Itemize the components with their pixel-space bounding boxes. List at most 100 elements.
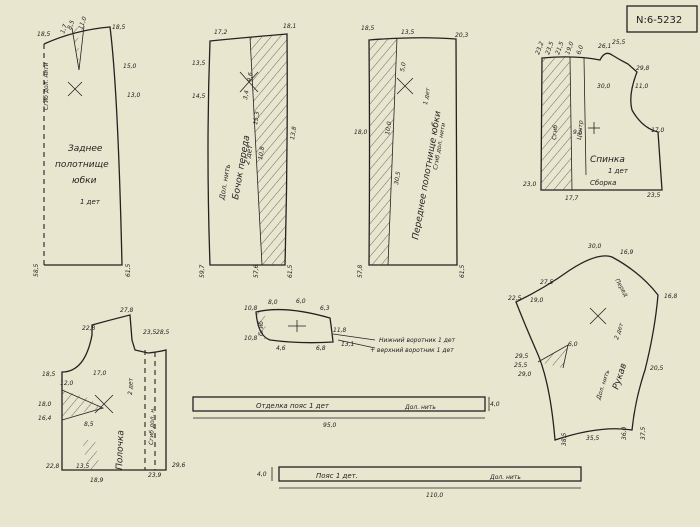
half-front-m8: 18,0: [38, 401, 52, 408]
trim-belt-width: 4,0: [490, 401, 500, 408]
side-front-m1: 17,2: [214, 29, 228, 36]
side-front-m5: 9,6: [246, 72, 255, 83]
sleeve-m9: 29,0: [518, 371, 532, 378]
front-skirt-m8: 57,8: [357, 264, 364, 278]
back-skirt-m3: 8,5: [66, 19, 76, 31]
half-front-m3: 23,5: [143, 329, 157, 336]
sleeve-grain: Дол. нить: [595, 369, 612, 402]
back-title-2: 1 дет: [608, 167, 629, 175]
half-front-title-2: 2 дет: [127, 377, 135, 395]
belt-length: 110,0: [426, 492, 443, 499]
sleeve-m12: 38,5: [561, 432, 568, 446]
sleeve-m14: 36,0: [621, 426, 628, 440]
sleeve-piece: Рукав 2 дет Дол. нить Перед 30,0 27,5 16…: [508, 243, 678, 446]
side-front-m3: 13,5: [192, 60, 206, 67]
front-skirt-m9: 61,5: [459, 264, 466, 278]
back-skirt-m1: 18,5: [37, 31, 51, 38]
half-front-m13: 18,9: [90, 477, 104, 484]
collar-piece: Сгиб Нижний воротник 1 дет + верхний вор…: [244, 298, 456, 354]
side-front-m8: 3,4: [242, 90, 251, 101]
back-m2: 23,5: [544, 41, 555, 56]
sleeve-m8: 25,5: [514, 362, 528, 369]
back-skirt-piece: Сгиб дол. нити Заднее полотнище юбки 1 д…: [33, 16, 141, 277]
side-front-title-1: Бочок переда: [231, 135, 252, 201]
sleeve-title-2: 2 дет: [613, 322, 625, 341]
sleeve-m11: 20,5: [650, 365, 664, 372]
collar-m8: 6,8: [316, 345, 326, 352]
back-m4: 19,0: [564, 41, 575, 56]
half-front-m4: 28,5: [156, 329, 170, 336]
half-front-m2: 27,8: [120, 307, 134, 314]
back-m3: 21,5: [554, 41, 565, 56]
back-m6: 26,1: [598, 43, 611, 50]
back-skirt-title-2: полотнище: [55, 160, 109, 170]
back-m9: 11,0: [635, 83, 649, 90]
back-m10: 17,0: [651, 127, 665, 134]
half-front-m15: 29,6: [172, 462, 186, 469]
back-skirt-m5: 18,5: [112, 24, 126, 31]
side-front-m6: 15,3: [252, 111, 261, 126]
back-skirt-grain: Сгиб дол. нити: [43, 62, 50, 110]
back-m7: 25,5: [612, 39, 626, 46]
back-m15: 9,5: [573, 129, 583, 136]
collar-m5: 11,8: [333, 327, 347, 334]
front-skirt-piece: Переднее полотнище юбки 1 дет Сгиб дол. …: [354, 25, 469, 278]
back-skirt-m2: 1,7: [59, 23, 69, 35]
side-front-piece: Дол. нить Бочок переда 2 дет 17,2 18,1 1…: [192, 23, 298, 278]
belt-grain: Дол. нить: [489, 474, 521, 481]
front-skirt-m6: 5,0: [399, 62, 408, 73]
back-m14: 17,7: [565, 195, 579, 202]
half-front-m12: 13,5: [76, 463, 90, 470]
sleeve-m4: 22,5: [508, 295, 522, 302]
half-front-m6: 18,5: [42, 371, 56, 378]
back-title-1: Спинка: [590, 155, 625, 165]
sleeve-m13: 35,5: [586, 435, 600, 442]
side-front-m4: 14,5: [192, 93, 206, 100]
collar-m9: 13,1: [341, 341, 354, 348]
half-front-m9: 16,4: [38, 415, 52, 422]
back-grain: Центр: [576, 120, 585, 140]
back-skirt-m4: 11,0: [77, 16, 88, 31]
half-front-m11: 22,8: [46, 463, 60, 470]
collar-m2: 8,0: [268, 299, 278, 306]
back-m13: 23,5: [647, 192, 661, 199]
half-front-grain: Сгиб дол. н.: [148, 407, 156, 445]
back-bodice-piece: Спинка 1 дет Сборка Центр Сгиб 23,2 23,5…: [523, 39, 665, 202]
sleeve-m1: 30,0: [588, 243, 602, 250]
collar-m4: 6,3: [320, 305, 330, 312]
back-note: Сборка: [590, 179, 616, 187]
belt-piece: Пояс 1 дет. Дол. нить 110,0 4,0: [257, 466, 582, 499]
half-front-piece: Полочка 2 дет Сгиб дол. н. 22,8 27,8 23,…: [38, 307, 186, 484]
half-front-m10: 8,5: [84, 421, 94, 428]
collar-m3: 6,0: [296, 298, 306, 305]
back-skirt-title-1: Заднее: [68, 144, 103, 154]
belt-width: 4,0: [257, 471, 267, 478]
side-front-m7: 13,8: [289, 126, 298, 141]
collar-m6: 10,8: [244, 335, 258, 342]
back-m5: 6,0: [575, 44, 585, 56]
back-skirt-m9: 61,5: [125, 263, 132, 277]
trim-belt-label: Отделка пояс 1 дет: [256, 402, 330, 410]
side-front-grain: Дол. нить: [218, 163, 232, 201]
front-skirt-m3: 20,3: [455, 32, 469, 39]
back-skirt-m7: 13,0: [127, 92, 141, 99]
sleeve-m7: 29,5: [515, 353, 529, 360]
sleeve-m5: 19,0: [530, 297, 544, 304]
sleeve-m2: 27,5: [540, 279, 554, 286]
trim-belt-piece: Отделка пояс 1 дет Дол. нить 95,0 4,0: [192, 396, 500, 429]
collar-callout-1: Нижний воротник 1 дет: [379, 337, 456, 344]
sleeve-side-label: Перед: [613, 278, 629, 299]
back-skirt-title-4: 1 дет: [80, 198, 101, 206]
back-m1: 23,2: [534, 41, 545, 56]
half-front-title-1: Полочка: [115, 430, 126, 470]
back-skirt-title-3: юбки: [72, 176, 97, 186]
collar-grain: Сгиб: [258, 321, 265, 336]
side-front-m12: 61,5: [287, 264, 294, 278]
front-skirt-m7: 30,5: [393, 171, 402, 186]
collar-callout-2: + верхний воротник 1 дет: [370, 347, 454, 354]
front-skirt-m2: 13,5: [401, 29, 415, 36]
sheet-number: N:6-5232: [636, 15, 682, 26]
front-skirt-m1: 18,5: [361, 25, 375, 32]
sleeve-m15: 37,5: [640, 426, 647, 440]
